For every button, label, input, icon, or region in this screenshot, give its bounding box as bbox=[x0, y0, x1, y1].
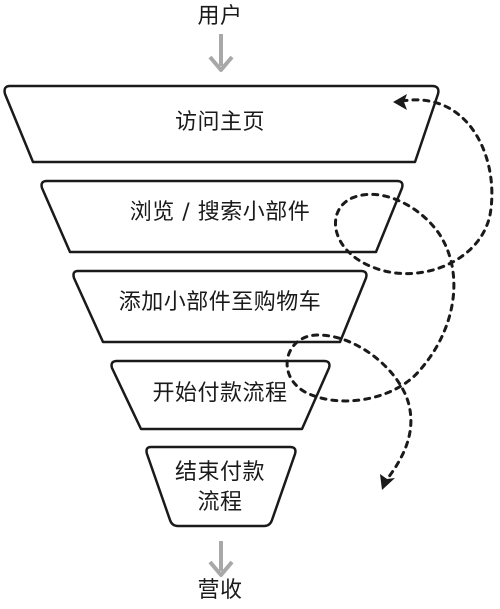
top-down-arrow bbox=[208, 34, 234, 72]
stage-finish-checkout-label-line2: 流程 bbox=[197, 490, 243, 515]
revenue-label: 营收 bbox=[197, 578, 243, 603]
users-label: 用户 bbox=[197, 4, 243, 29]
funnel-stage-3 bbox=[72, 269, 368, 344]
drop-off-end-arrowhead bbox=[380, 474, 395, 490]
drop-off-path bbox=[285, 98, 494, 484]
stage-add-to-cart-label: 添加小部件至购物车 bbox=[118, 290, 322, 315]
stage-finish-checkout-label-line1: 结束付款 bbox=[174, 460, 265, 485]
bottom-down-arrow bbox=[208, 541, 234, 577]
stage-start-checkout-label: 开始付款流程 bbox=[152, 381, 288, 406]
funnel-stage-5 bbox=[145, 445, 297, 528]
stage-visit-homepage-label: 访问主页 bbox=[174, 110, 265, 135]
stage-browse-search-label: 浏览 / 搜索小部件 bbox=[129, 200, 311, 225]
funnel-stage-4 bbox=[110, 359, 331, 431]
drop-off-start-arrowhead bbox=[393, 94, 407, 110]
funnel-stage-1 bbox=[3, 84, 440, 164]
funnel-stage-2 bbox=[40, 179, 404, 254]
